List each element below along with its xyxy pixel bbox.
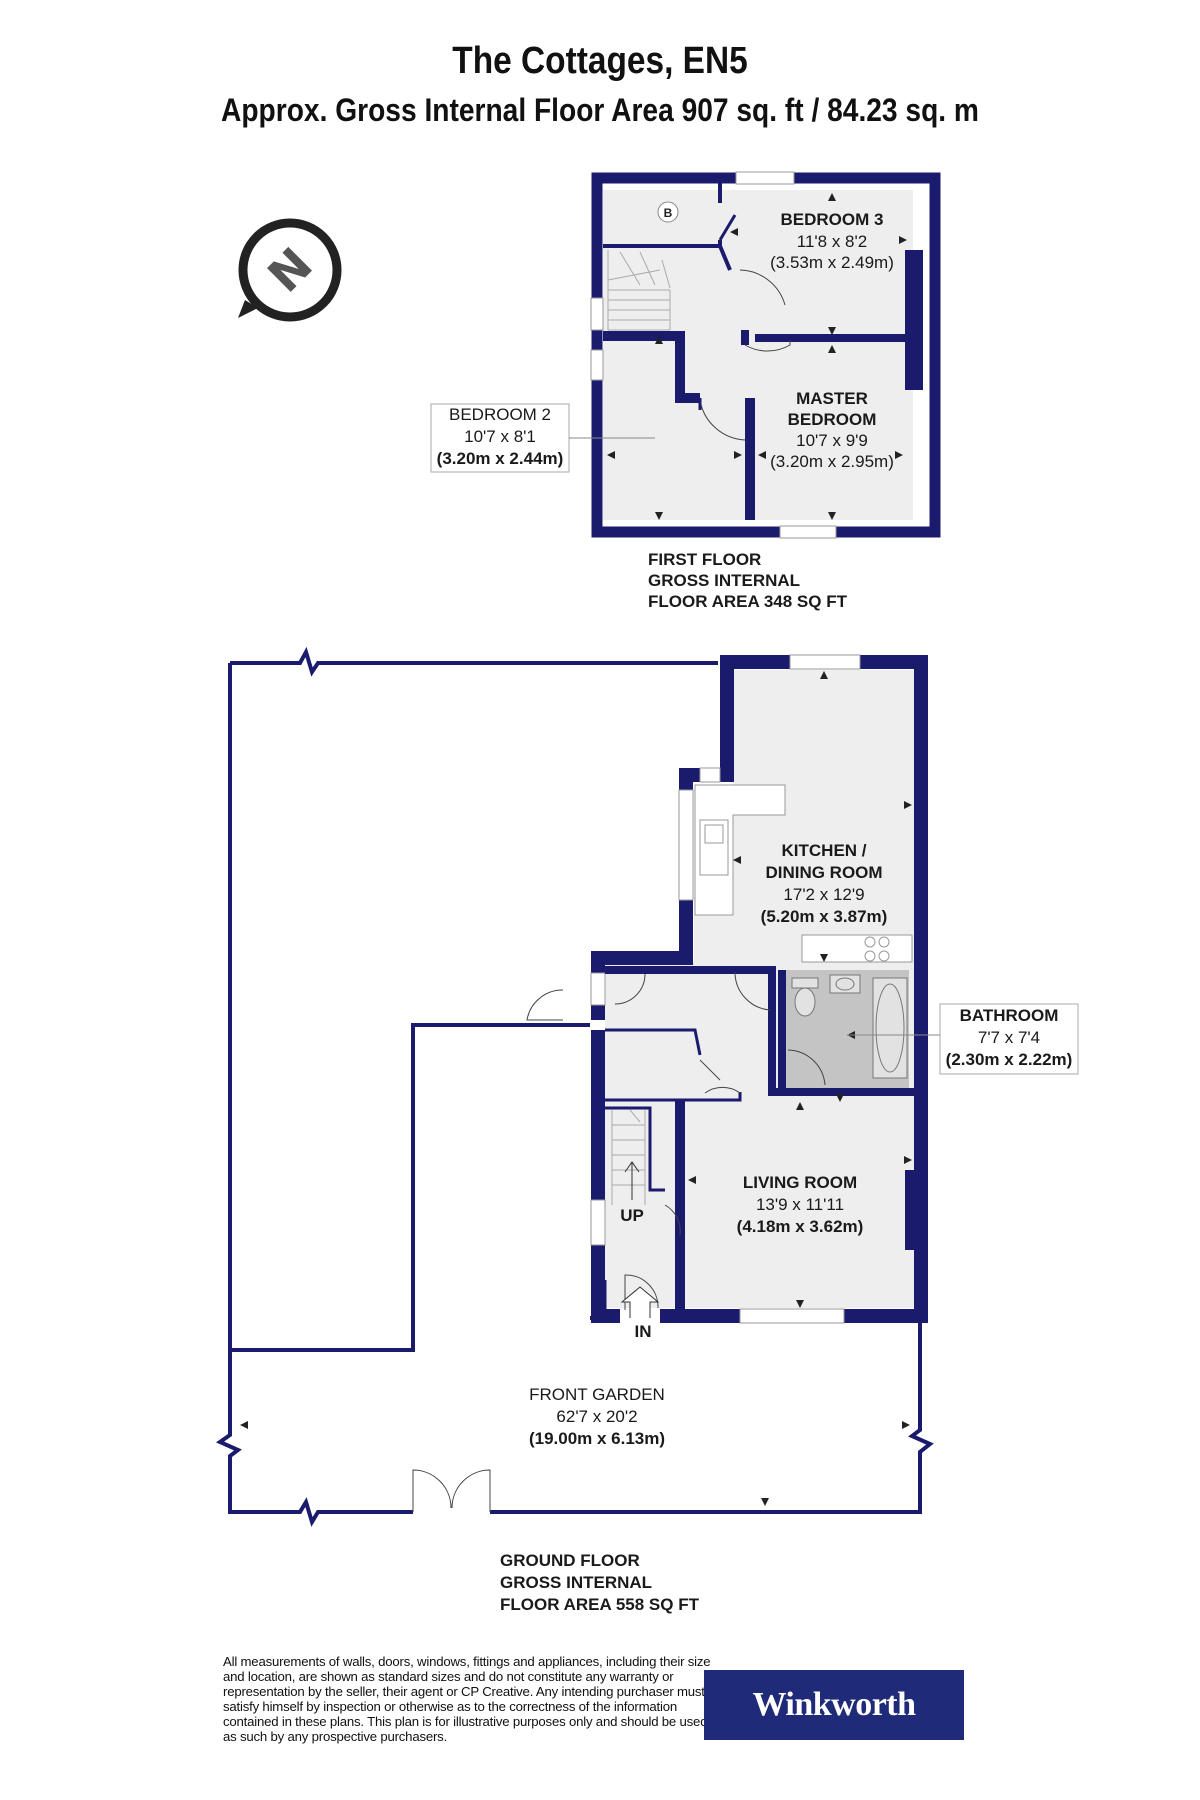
ground-floor-heading-3: FLOOR AREA 558 SQ FT xyxy=(500,1595,700,1614)
ground-floor-heading-2: GROSS INTERNAL xyxy=(500,1573,652,1592)
living-room-size-metric: (4.18m x 3.62m) xyxy=(737,1217,864,1236)
staircase xyxy=(611,1109,646,1205)
master-bedroom-name-line1: MASTER xyxy=(796,389,868,408)
side-door-gap xyxy=(591,1020,605,1030)
bathroom-name: BATHROOM xyxy=(960,1006,1059,1025)
kitchen-size-imperial: 17'2 x 12'9 xyxy=(783,885,864,904)
side-gate xyxy=(526,989,564,1021)
disclaimer-text: All measurements of walls, doors, window… xyxy=(223,1654,711,1744)
master-bedroom-size-imperial: 10'7 x 9'9 xyxy=(796,431,868,450)
window xyxy=(789,654,861,670)
dimension-arrows xyxy=(240,671,912,1506)
door-swing xyxy=(787,1049,826,1086)
kitchen-name-line1: KITCHEN / xyxy=(782,841,867,860)
window xyxy=(678,789,694,901)
door-swing xyxy=(734,971,771,1011)
bedroom3-size-imperial: 11'8 x 8'2 xyxy=(797,232,867,251)
master-bedroom-size-metric: (3.20m x 2.95m) xyxy=(770,452,894,471)
kitchen-size-metric: (5.20m x 3.87m) xyxy=(761,907,888,926)
garden-size-imperial: 62'7 x 20'2 xyxy=(556,1407,637,1426)
interior-wall xyxy=(605,1106,665,1192)
door-swing xyxy=(614,973,646,1005)
kitchen-name-line2: DINING ROOM xyxy=(765,863,882,882)
first-floor-heading-3: FLOOR AREA 348 SQ FT xyxy=(648,592,848,611)
window xyxy=(590,297,604,331)
door-swing xyxy=(699,1059,741,1094)
first-floor-outer-wall xyxy=(591,172,941,538)
boiler-icon xyxy=(657,201,679,223)
bathroom-size-imperial: 7'7 x 7'4 xyxy=(978,1028,1040,1047)
boiler-label: B xyxy=(664,206,673,220)
window xyxy=(779,525,837,539)
bathroom-callout xyxy=(939,1003,1079,1075)
bedroom2-name: BEDROOM 2 xyxy=(449,405,551,424)
stairs-up-label: UP xyxy=(620,1206,644,1225)
door-swing xyxy=(744,340,791,352)
interior-wall xyxy=(605,1092,742,1102)
ground-floor-heading-1: GROUND FLOOR xyxy=(500,1551,640,1570)
dimension-arrows xyxy=(607,193,907,520)
interior-wall xyxy=(605,966,915,1096)
entrance-label: IN xyxy=(635,1322,652,1341)
garden-boundary xyxy=(490,1318,934,1514)
north-arrow-icon: N xyxy=(238,218,342,322)
plan-subtitle: Approx. Gross Internal Floor Area 907 sq… xyxy=(221,92,979,128)
living-room-size-imperial: 13'9 x 11'11 xyxy=(756,1195,844,1214)
bathroom-size-metric: (2.30m x 2.22m) xyxy=(946,1050,1073,1069)
door-swing xyxy=(739,269,786,306)
door-swing xyxy=(699,399,746,441)
bedroom3-name: BEDROOM 3 xyxy=(781,210,884,229)
first-floor-heading-1: FIRST FLOOR xyxy=(648,550,761,569)
bathroom-fittings xyxy=(791,974,908,1079)
wall xyxy=(905,1170,921,1250)
garden-boundary xyxy=(230,1023,590,1352)
garden-gate xyxy=(412,1469,452,1512)
window xyxy=(735,171,795,185)
first-floor-plan: B BEDROOM 3 11'8 x 8'2 (3.53m x 2.49m) M… xyxy=(430,171,941,611)
bedroom3-size-metric: (3.53m x 2.49m) xyxy=(770,253,894,272)
wall xyxy=(905,340,923,390)
interior-wall xyxy=(603,331,700,403)
first-floor-heading-2: GROSS INTERNAL xyxy=(648,571,800,590)
entrance-arrow-icon xyxy=(620,1286,660,1318)
window xyxy=(590,1199,606,1246)
garden-gate xyxy=(451,1469,491,1512)
wall xyxy=(905,250,923,340)
door-swing xyxy=(664,1204,681,1236)
window xyxy=(739,1308,845,1324)
plan-title: The Cottages, EN5 xyxy=(452,40,748,82)
brand-logo: Winkworth xyxy=(704,1670,964,1740)
garden-boundary xyxy=(215,1350,413,1527)
door xyxy=(718,214,737,241)
staircase xyxy=(607,250,671,331)
master-bedroom-name-line2: BEDROOM xyxy=(788,410,877,429)
garden-size-metric: (19.00m x 6.13m) xyxy=(529,1429,665,1448)
interior-wall xyxy=(718,240,732,271)
garden-boundary xyxy=(230,646,718,677)
window xyxy=(699,767,721,783)
kitchen-units xyxy=(694,784,913,963)
garden-name: FRONT GARDEN xyxy=(529,1385,665,1404)
bedroom2-size-metric: (3.20m x 2.44m) xyxy=(437,449,564,468)
bedroom2-size-imperial: 10'7 x 8'1 xyxy=(464,427,536,446)
ground-floor-plan: KITCHEN / DINING ROOM 17'2 x 12'9 (5.20m… xyxy=(215,646,1079,1614)
window xyxy=(590,972,606,1006)
interior-wall xyxy=(605,1028,702,1056)
living-room-name: LIVING ROOM xyxy=(743,1173,857,1192)
window xyxy=(590,349,604,381)
